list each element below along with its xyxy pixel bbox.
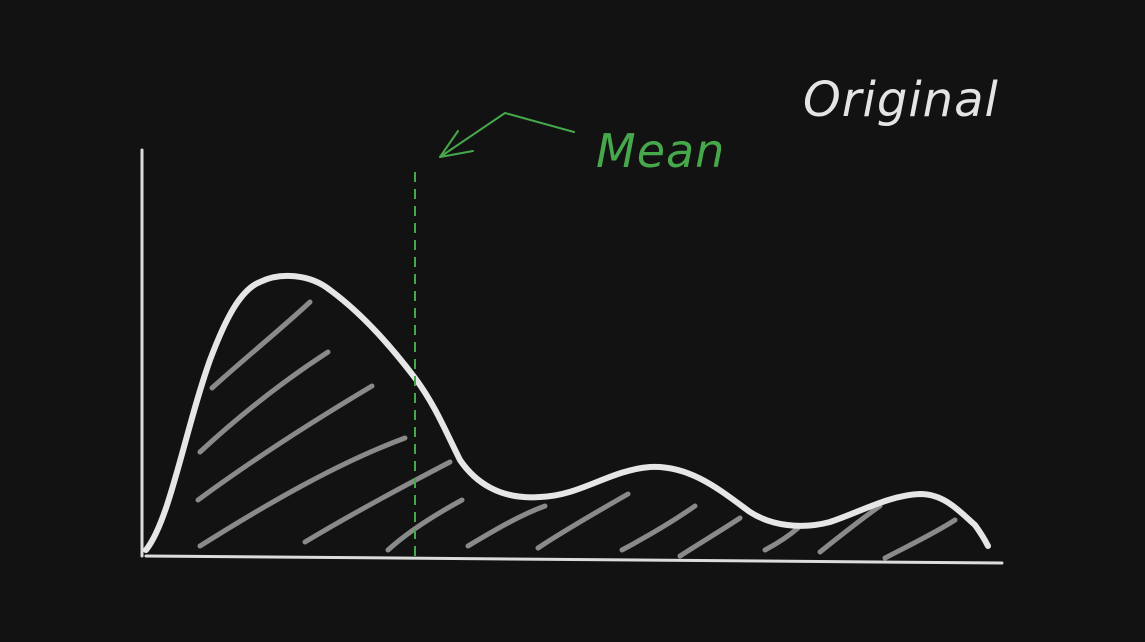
x-axis (144, 554, 1004, 565)
diagram-title: Original (803, 72, 999, 128)
distribution-curve (143, 272, 991, 553)
mean-arrow (439, 112, 575, 158)
hatch-fill (195, 299, 958, 561)
mean-label: Mean (596, 124, 726, 178)
